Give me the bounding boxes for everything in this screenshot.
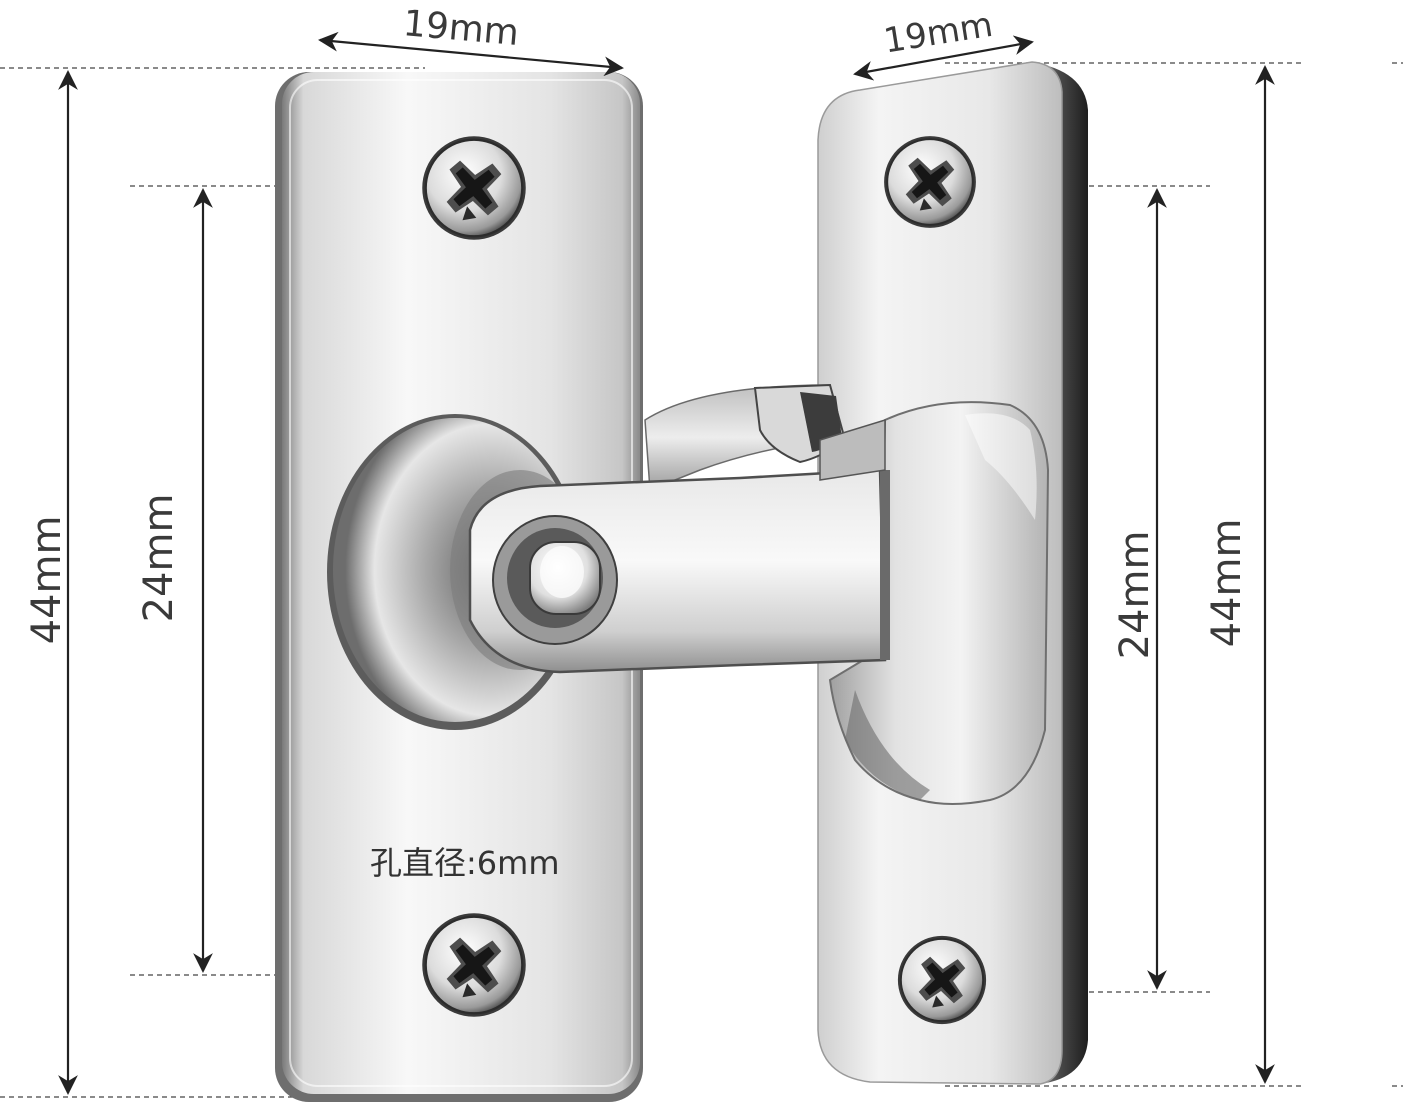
left-spacing-label: 24mm bbox=[136, 494, 182, 623]
right-width-arrow bbox=[853, 35, 1034, 81]
hole-diameter-note: 孔直径:6mm bbox=[370, 844, 560, 882]
screw-top-left-icon bbox=[421, 135, 527, 241]
pivot-pin-icon bbox=[492, 515, 618, 645]
screw-bottom-right-icon bbox=[896, 934, 988, 1026]
left-width-arrow bbox=[318, 31, 624, 77]
right-height-label: 44mm bbox=[1204, 519, 1250, 648]
dimension-arrows bbox=[58, 31, 1275, 1095]
left-width-label: 19mm bbox=[401, 3, 520, 54]
screw-bottom-left-icon bbox=[421, 912, 527, 1018]
right-width-label: 19mm bbox=[881, 5, 995, 62]
latch-hook bbox=[644, 383, 847, 492]
screw-top-right-icon bbox=[883, 135, 977, 229]
left-height-label: 44mm bbox=[24, 516, 70, 645]
right-spacing-label: 24mm bbox=[1112, 531, 1158, 660]
